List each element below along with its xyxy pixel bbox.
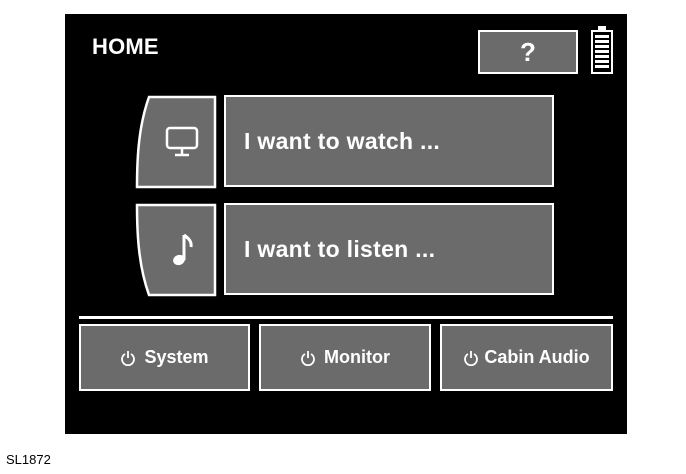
- system-button[interactable]: System: [79, 324, 250, 391]
- power-icon: [120, 350, 136, 366]
- figure-caption: SL1872: [6, 452, 51, 467]
- listen-tab[interactable]: [135, 203, 217, 297]
- cabin-audio-button[interactable]: Cabin Audio: [440, 324, 613, 391]
- music-note-icon: [149, 203, 215, 297]
- monitor-label: Monitor: [324, 347, 390, 367]
- divider: [79, 316, 613, 319]
- power-icon: [463, 350, 479, 366]
- help-button[interactable]: ?: [478, 30, 578, 74]
- page-title: HOME: [92, 34, 159, 59]
- touchscreen-display: HOME ? I want to watch ...: [65, 14, 627, 434]
- monitor-icon: [149, 95, 215, 189]
- watch-button[interactable]: I want to watch ...: [224, 95, 554, 187]
- battery-icon: [589, 25, 615, 75]
- watch-tab[interactable]: [135, 95, 217, 189]
- monitor-button[interactable]: Monitor: [259, 324, 431, 391]
- listen-button[interactable]: I want to listen ...: [224, 203, 554, 295]
- cabin-audio-label: Cabin Audio: [484, 347, 590, 367]
- system-label: System: [144, 347, 209, 367]
- power-icon: [300, 350, 316, 366]
